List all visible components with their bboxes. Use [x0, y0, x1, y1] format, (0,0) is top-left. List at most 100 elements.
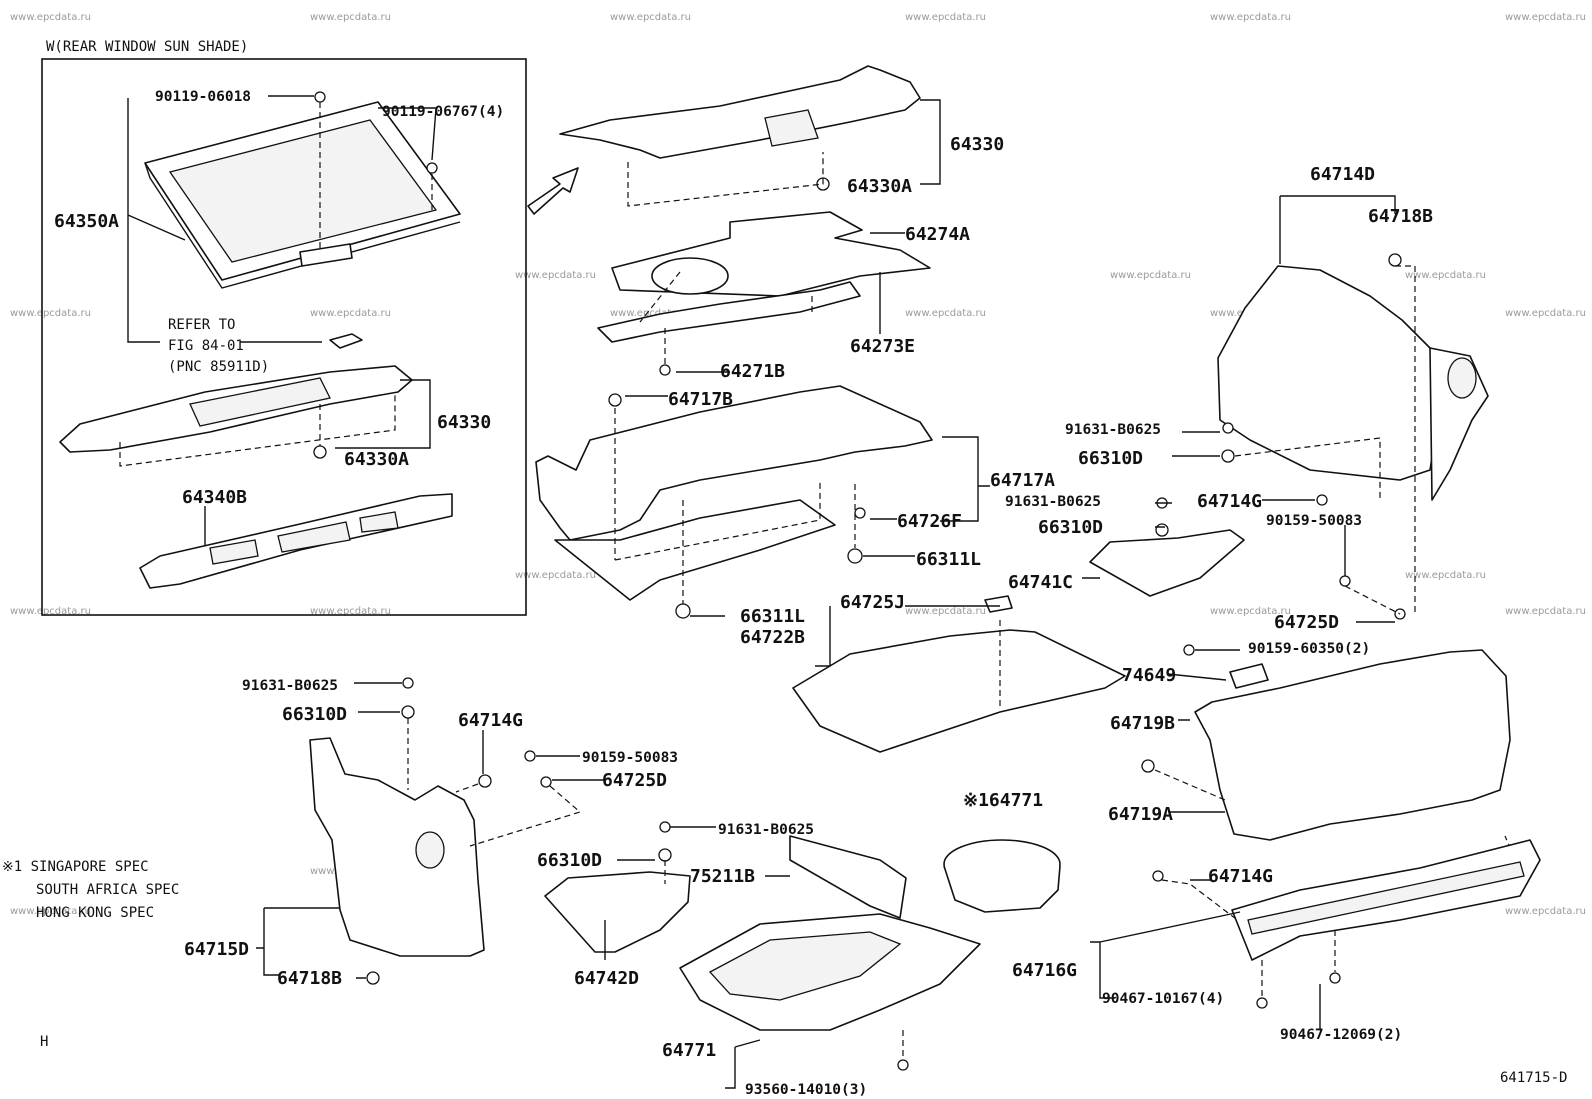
callout-64714G[interactable]: 64714G [1208, 866, 1273, 887]
watermark: www.epcdata.ru [10, 308, 91, 319]
sunshade-assembly [144, 101, 461, 289]
watermark: www.epcdata.ru [905, 308, 986, 319]
tray-board-64273E [597, 281, 861, 343]
watermark: www.epcdata.ru [1505, 606, 1586, 617]
callout-64742D[interactable]: 64742D [574, 968, 639, 989]
callout-labels: 90119-06018 90119-06767(4) 64350A REFER … [54, 89, 1433, 1098]
watermark: www.epcdata.ru [310, 12, 391, 23]
callout-64725D[interactable]: 64725D [602, 770, 667, 791]
figure-id: 641715-D [1500, 1070, 1567, 1086]
callout-90467-10167[interactable]: 90467-10167(4) [1102, 991, 1224, 1007]
callout-64330A-inset[interactable]: 64330A [344, 449, 409, 470]
footnote-line-3: HONG KONG SPEC [36, 905, 154, 921]
callout-64714G[interactable]: 64714G [458, 710, 523, 731]
callout-91631-B0625[interactable]: 91631-B0625 [242, 678, 338, 694]
callout-64274A[interactable]: 64274A [905, 224, 970, 245]
footnote-line-1: ※1 SINGAPORE SPEC [2, 859, 149, 875]
refer-line-1: REFER TO [168, 317, 235, 333]
watermark: www.epcdata.ru [905, 606, 986, 617]
trunk-side-trim-left [309, 737, 485, 957]
package-tray-trim [559, 65, 921, 159]
callout-66311L[interactable]: 66311L [916, 549, 981, 570]
watermark: www.epcdata.ru [1405, 570, 1486, 581]
callout-64717B[interactable]: 64717B [668, 389, 733, 410]
watermark: www.epcdata.ru [1210, 606, 1291, 617]
footnote-line-2: SOUTH AFRICA SPEC [36, 882, 179, 898]
callout-66311L[interactable]: 66311L [740, 606, 805, 627]
callout-74649[interactable]: 74649 [1122, 665, 1176, 686]
callout-90119-06018[interactable]: 90119-06018 [155, 89, 251, 105]
refer-part-icon [329, 333, 363, 349]
callout-64719A[interactable]: 64719A [1108, 804, 1173, 825]
callout-90467-12069[interactable]: 90467-12069(2) [1280, 1027, 1402, 1043]
callout-64719B[interactable]: 64719B [1110, 713, 1175, 734]
callout-64717A[interactable]: 64717A [990, 470, 1055, 491]
corner-letter: H [40, 1034, 48, 1050]
refer-line-3: (PNC 85911D) [168, 359, 269, 375]
watermark: www.epcdata.ru [515, 270, 596, 281]
watermark: www.epcdata.ru [10, 12, 91, 23]
callout-66310D[interactable]: 66310D [282, 704, 347, 725]
callout-64771[interactable]: 64771 [662, 1040, 716, 1061]
clip-74649 [1229, 663, 1269, 689]
watermark: www.epcdata.ru [310, 606, 391, 617]
watermark: www.epcdata.ru [515, 570, 596, 581]
trunk-mat [792, 629, 1126, 753]
callout-64722B[interactable]: 64722B [740, 627, 805, 648]
center-fasteners [608, 177, 866, 619]
callout-64330[interactable]: 64330 [950, 134, 1004, 155]
callout-64725D[interactable]: 64725D [1274, 612, 1339, 633]
watermark: www.epcdata.ru [1505, 308, 1586, 319]
watermark: www.epcdata.ru [310, 308, 391, 319]
callout-64741C[interactable]: 64741C [1008, 572, 1073, 593]
callout-66310D[interactable]: 66310D [1038, 517, 1103, 538]
callout-64271B[interactable]: 64271B [720, 361, 785, 382]
deck-board [535, 385, 933, 541]
callout-64725J[interactable]: 64725J [840, 592, 905, 613]
callout-93560-14010[interactable]: 93560-14010(3) [745, 1082, 867, 1098]
watermark: www.epcdata.ru [1505, 906, 1586, 917]
trim-75211B [789, 835, 907, 919]
watermark: www.epcdata.ru [1110, 270, 1191, 281]
callout-90159-50083[interactable]: 90159-50083 [582, 750, 678, 766]
callout-91631-B0625[interactable]: 91631-B0625 [718, 822, 814, 838]
callout-64716G[interactable]: 64716G [1012, 960, 1077, 981]
callout-90159-50083[interactable]: 90159-50083 [1266, 513, 1362, 529]
callout-90159-60350[interactable]: 90159-60350(2) [1248, 641, 1370, 657]
callout-64273E[interactable]: 64273E [850, 336, 915, 357]
callout-64718B[interactable]: 64718B [277, 968, 342, 989]
callout-75211B[interactable]: 75211B [690, 866, 755, 887]
callout-91631-B0625[interactable]: 91631-B0625 [1005, 494, 1101, 510]
front-direction-arrow [527, 167, 579, 215]
callout-64714D[interactable]: 64714D [1310, 164, 1375, 185]
side-box-64742D [544, 871, 691, 953]
watermark: www.epcdata.ru [10, 906, 91, 917]
footnote: ※1 SINGAPORE SPEC SOUTH AFRICA SPEC HONG… [2, 859, 179, 921]
callout-66310D[interactable]: 66310D [1078, 448, 1143, 469]
inset-frame [41, 58, 527, 616]
trunk-lid-trim [1194, 649, 1511, 841]
callout-90119-06767[interactable]: 90119-06767(4) [382, 104, 504, 120]
callout-64714G[interactable]: 64714G [1197, 491, 1262, 512]
variant-note: W(REAR WINDOW SUN SHADE) [46, 39, 248, 55]
callout-64330-inset[interactable]: 64330 [437, 412, 491, 433]
trunk-side-trim-right [1217, 265, 1439, 481]
watermark: www.epcdata.ru [610, 308, 691, 319]
callout-64340B[interactable]: 64340B [182, 487, 247, 508]
watermark: www.epcdata.ru [610, 12, 691, 23]
watermark: www.epcdata.ru [1505, 12, 1586, 23]
callout-64350A[interactable]: 64350A [54, 211, 119, 232]
callout-64771-spec[interactable]: ※164771 [963, 790, 1043, 811]
watermark: www.epcdata.ru [1210, 12, 1291, 23]
watermark: www.epcdata.ru [905, 12, 986, 23]
watermark: www.epcdata.ru [10, 606, 91, 617]
callout-64718B[interactable]: 64718B [1368, 206, 1433, 227]
callout-64726F[interactable]: 64726F [897, 511, 962, 532]
refer-line-2: FIG 84-01 [168, 338, 244, 354]
callout-66310D[interactable]: 66310D [537, 850, 602, 871]
deck-board-lower [554, 499, 836, 601]
callout-64715D[interactable]: 64715D [184, 939, 249, 960]
callout-64330A[interactable]: 64330A [847, 176, 912, 197]
callout-91631-B0625[interactable]: 91631-B0625 [1065, 422, 1161, 438]
